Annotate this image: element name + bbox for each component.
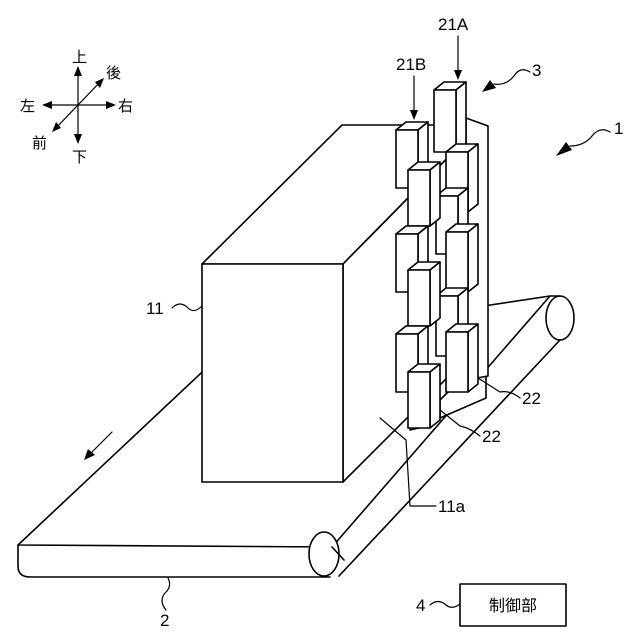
label-4: 4 — [416, 596, 425, 615]
label-3: 3 — [532, 61, 541, 80]
suction-pad-21a-4 — [446, 224, 478, 292]
direction-right: 右 — [118, 97, 133, 115]
controller-label: 制御部 — [489, 596, 537, 615]
label-11a: 11a — [438, 497, 466, 516]
label-21b: 21B — [396, 55, 426, 74]
label-2: 2 — [160, 611, 169, 630]
direction-down: 下 — [72, 148, 87, 166]
direction-back: 後 — [106, 64, 121, 82]
label-1: 1 — [614, 119, 623, 138]
controller-box: 制御部 — [460, 584, 566, 626]
direction-compass: 上 下 左 右 前 後 — [20, 48, 133, 166]
suction-pad-21b-6 — [408, 364, 440, 428]
direction-front: 前 — [32, 134, 47, 152]
label-21a: 21A — [438, 15, 469, 34]
label-22-upper: 22 — [522, 389, 541, 408]
label-22-lower: 22 — [482, 427, 501, 446]
direction-left: 左 — [20, 97, 35, 115]
direction-up: 上 — [72, 48, 87, 66]
suction-pad-21b-2 — [408, 162, 440, 226]
suction-pad-21a-1 — [434, 82, 466, 152]
suction-pad-21a-6 — [446, 324, 478, 392]
label-11: 11 — [146, 299, 164, 318]
suction-pad-21b-4 — [408, 262, 440, 326]
